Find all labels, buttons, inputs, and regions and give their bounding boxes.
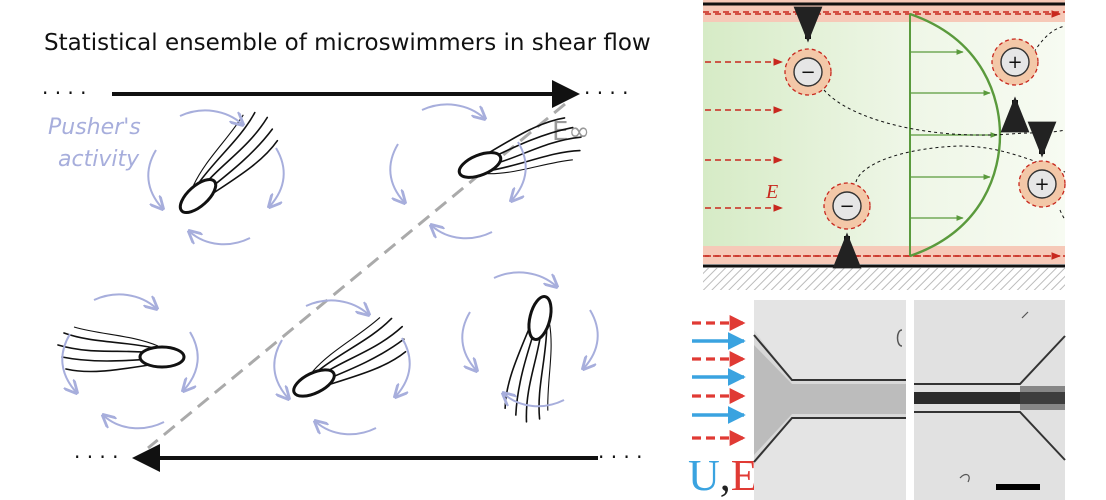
inlet-arrows: [692, 315, 746, 446]
micrograph-left: [753, 300, 906, 500]
bottom-right-dots: · · · ·: [598, 445, 643, 469]
particle-4-sign: −: [839, 196, 854, 217]
top-shear-arrowhead: [552, 80, 580, 108]
left-panel: Statistical ensemble of microswimmers in…: [42, 30, 651, 472]
channel-field-label: E: [765, 181, 778, 203]
swimmer-3: [56, 325, 186, 374]
particle-1-sign: −: [800, 62, 815, 83]
field-direction-line: [147, 102, 566, 450]
particle-3: +: [1018, 121, 1066, 208]
particle-2: +: [991, 38, 1039, 133]
micrograph-panel: U,E: [688, 300, 1066, 500]
bottom-wall-band: [703, 246, 1065, 264]
particle-2-sign: +: [1007, 52, 1022, 73]
label-e: E: [731, 451, 758, 500]
label-comma: ,: [720, 451, 731, 500]
flow-field-label: U,E: [688, 451, 758, 500]
field-arrows: [705, 10, 1061, 260]
field-label-einf: E∞: [552, 117, 590, 147]
top-left-dots: · · · ·: [42, 81, 87, 105]
pusher-label-line2: activity: [58, 147, 140, 172]
panel-title: Statistical ensemble of microswimmers in…: [44, 30, 651, 56]
particle-4: −: [823, 182, 871, 269]
pusher-label-line1: Pusher's: [48, 115, 141, 140]
swimmer-1: [160, 102, 287, 224]
bottom-left-dots: · · · ·: [74, 445, 119, 469]
micrograph-right: [914, 300, 1066, 500]
particle-1: −: [784, 6, 832, 96]
label-u: U: [688, 451, 720, 500]
particle-3-sign: +: [1034, 174, 1049, 195]
channel-panel: E − +: [703, 0, 1066, 290]
top-right-dots: · · · ·: [584, 81, 629, 105]
bottom-shear-arrowhead: [132, 444, 160, 472]
bottom-wall-hatch: [703, 268, 1065, 290]
swimmer-4: [279, 308, 416, 408]
pusher-arrows-1: [148, 110, 283, 244]
